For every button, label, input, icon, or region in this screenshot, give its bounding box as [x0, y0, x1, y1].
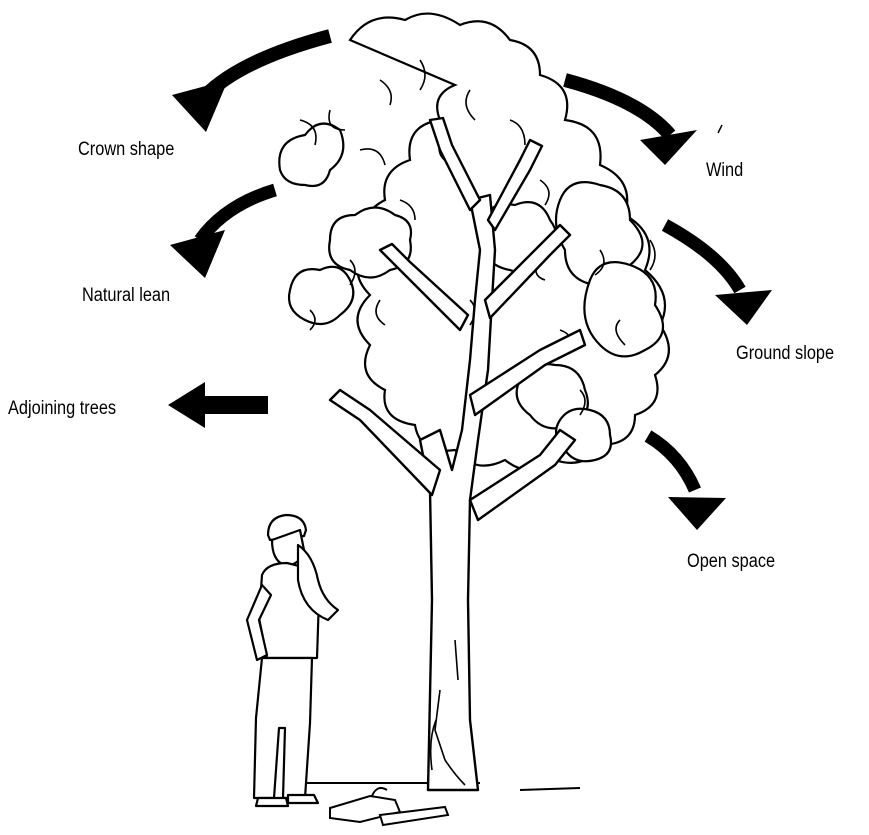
arrow-wind — [563, 73, 697, 165]
label-adjoining-trees: Adjoining trees — [8, 398, 117, 419]
arrow-open-space — [644, 430, 726, 530]
label-wind: Wind — [706, 160, 744, 181]
arrow-ground-slope — [661, 219, 772, 325]
wind-tick — [717, 124, 723, 134]
label-crown-shape: Crown shape — [78, 139, 175, 160]
arrow-natural-lean — [170, 183, 277, 278]
worker-figure — [245, 513, 340, 808]
bark-texture — [429, 639, 466, 786]
tree-trunk-branches — [328, 116, 587, 792]
label-natural-lean: Natural lean — [82, 285, 171, 306]
chainsaw-icon — [329, 787, 450, 827]
arrow-crown-shape — [172, 29, 332, 132]
label-open-space: Open space — [687, 551, 776, 572]
arrow-adjoining-trees — [168, 382, 268, 428]
label-ground-slope: Ground slope — [736, 343, 835, 364]
